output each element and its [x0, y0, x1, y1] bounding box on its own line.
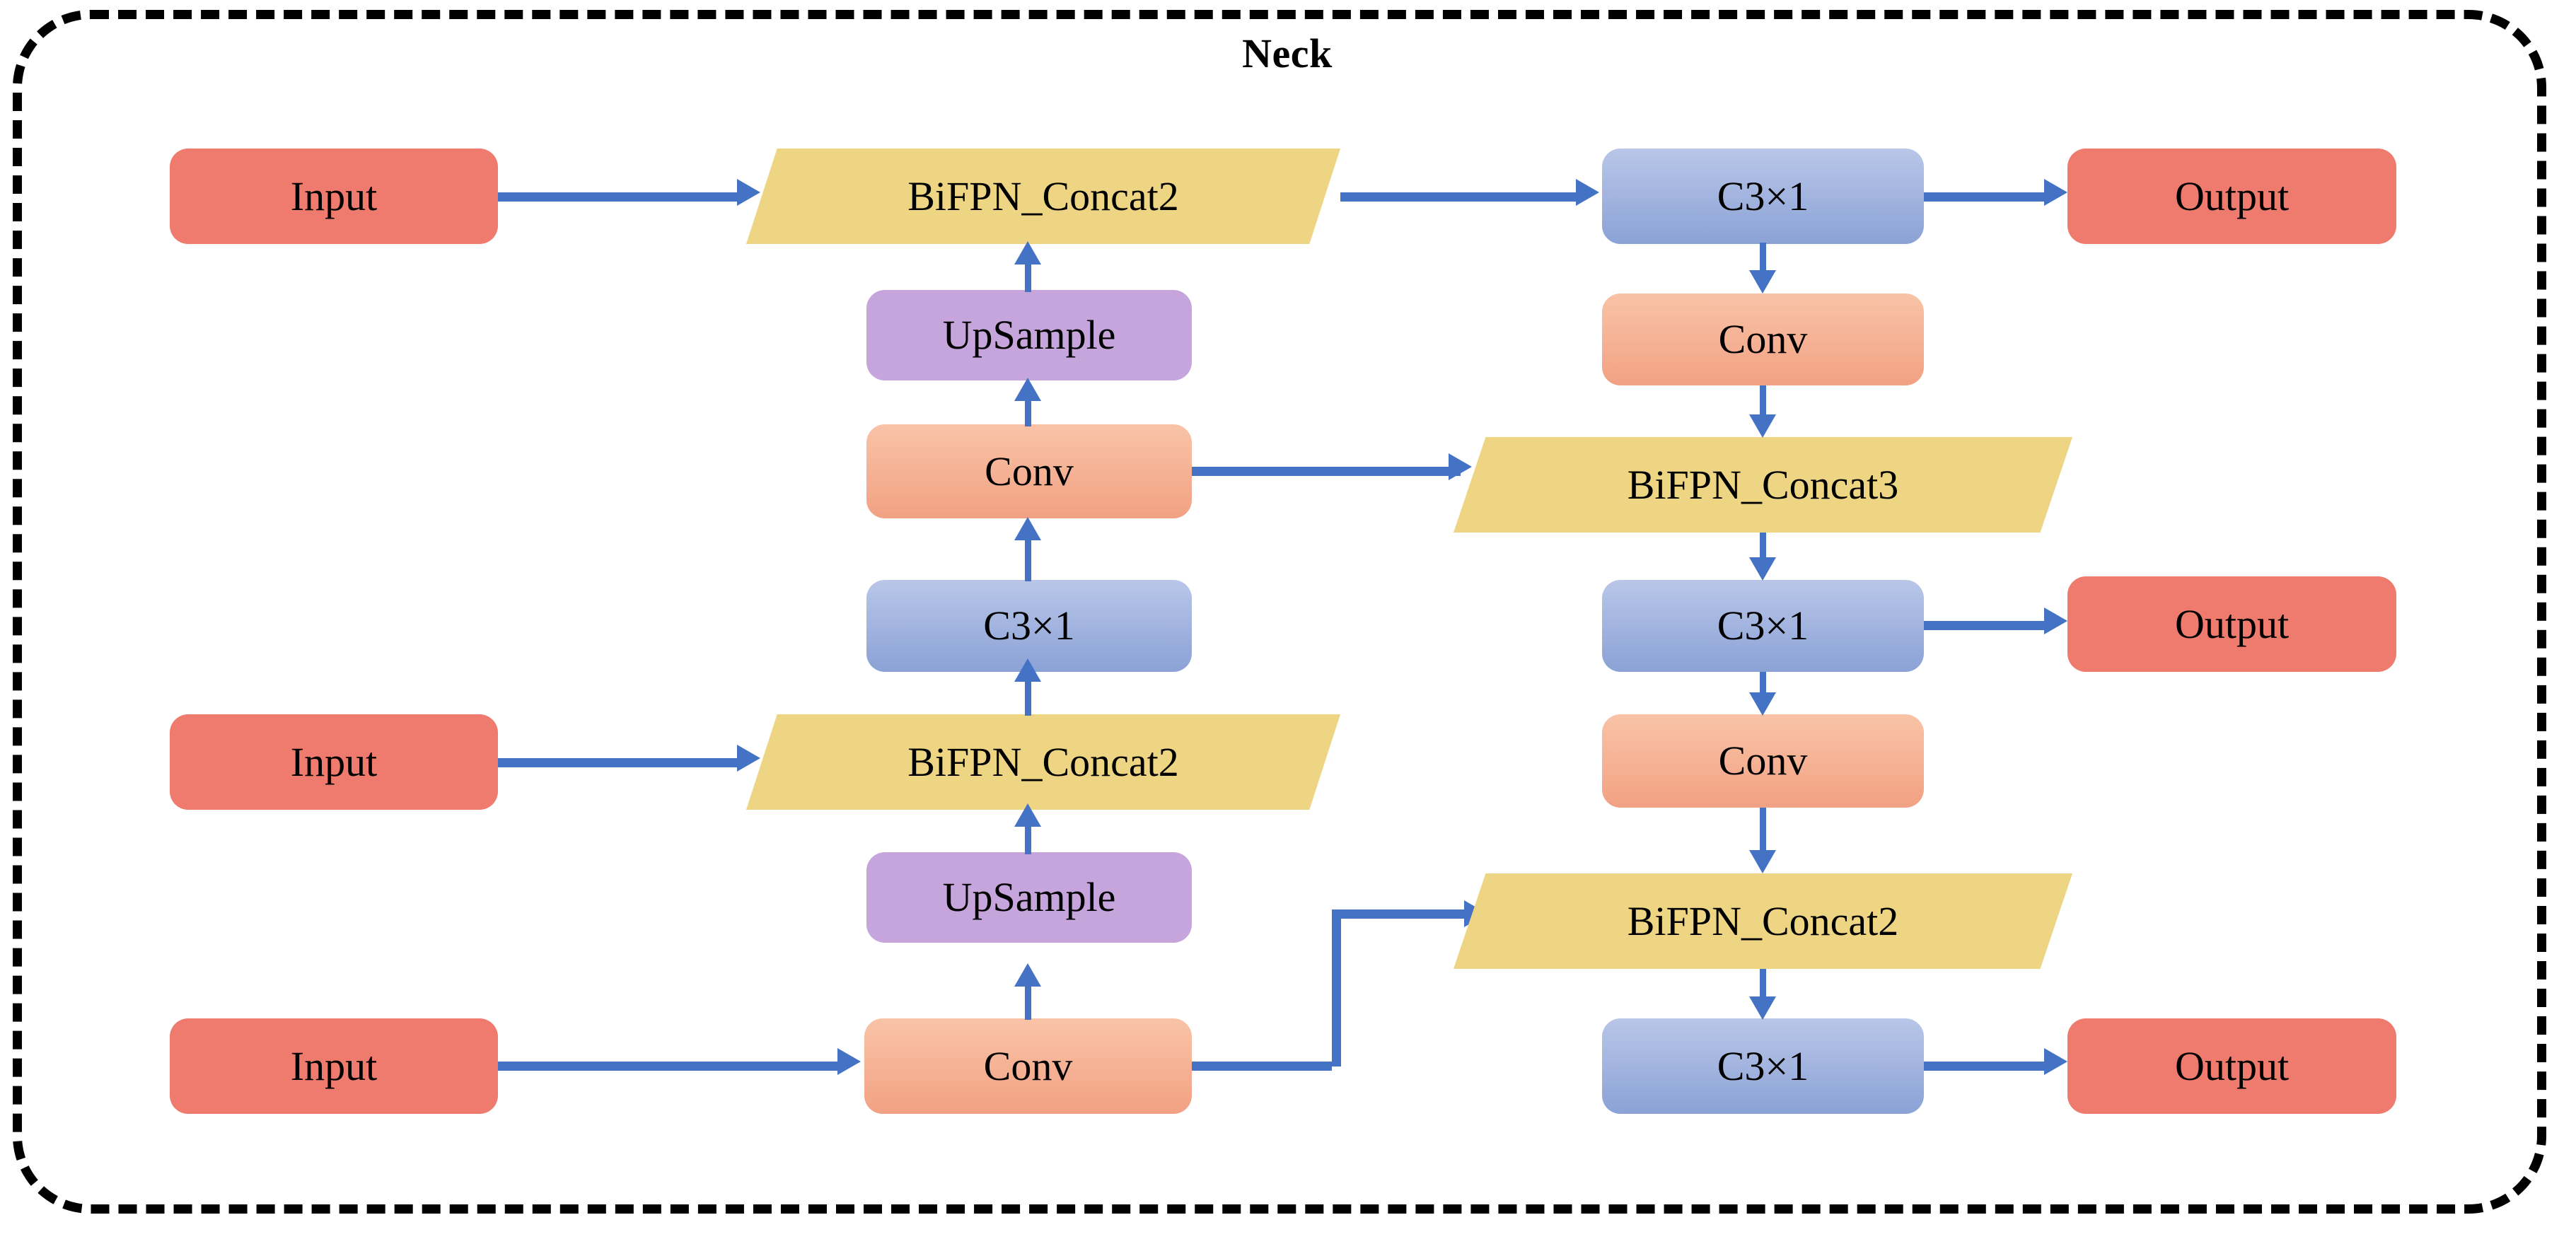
arrowhead-conv-col2-to-bifpn-concat3	[1449, 453, 1472, 480]
node-output-bottom[interactable]: Output	[2067, 1018, 2396, 1114]
arrowhead-bifpn-top-to-c3	[1576, 179, 1599, 206]
arrowhead-c3-bottom-to-output-bottom	[2044, 1048, 2067, 1075]
edge-conv-col2-to-bifpn-concat3	[1192, 467, 1461, 476]
edge-bifpn-top-to-c3	[1340, 192, 1576, 202]
node-upsample-top[interactable]: UpSample	[866, 290, 1192, 380]
node-input-mid[interactable]: Input	[170, 714, 498, 810]
edge-c3-bottom-to-output-bottom	[1924, 1062, 2044, 1071]
arrowhead-c3-right-to-output-mid	[2044, 608, 2067, 634]
node-label: BiFPN_Concat3	[1627, 462, 1899, 508]
node-conv-col2-row3[interactable]: Conv	[866, 424, 1192, 518]
edge-bifpn-concat3-to-c3-right	[1760, 533, 1766, 559]
arrowhead-bifpn-concat2-right-to-c3-bottom	[1749, 996, 1776, 1020]
edge-conv-right-to-bifpn-concat2-right	[1760, 808, 1766, 851]
node-conv-right-row5[interactable]: Conv	[1602, 714, 1924, 808]
node-c3-right-row4[interactable]: C3×1	[1602, 580, 1924, 672]
edge-c3-right-to-output-mid	[1924, 621, 2044, 630]
edge-c3-top-to-output	[1924, 192, 2044, 202]
node-input-top[interactable]: Input	[170, 149, 498, 244]
node-c3-right-bottom[interactable]: C3×1	[1602, 1018, 1924, 1114]
node-conv-right-row2[interactable]: Conv	[1602, 293, 1924, 385]
edge-upsample-bottom-to-bifpn-mid	[1025, 822, 1031, 854]
arrowhead-input-mid-to-bifpn	[737, 745, 760, 772]
edge-bifpn-mid-to-c3-col2	[1025, 679, 1031, 716]
edge-conv-bottom-elbow-h2	[1332, 909, 1469, 919]
parallelogram-shape	[1454, 873, 2072, 969]
edge-c3-right-to-conv-right	[1760, 672, 1766, 694]
neck-frame-border	[13, 10, 2546, 1214]
node-upsample-bottom[interactable]: UpSample	[866, 852, 1192, 943]
arrowhead-input-top-to-bifpn	[737, 179, 760, 206]
parallelogram-shape	[1454, 437, 2072, 533]
neck-title: Neck	[1242, 30, 1333, 76]
arrowhead-c3-right-to-conv-right	[1749, 692, 1776, 716]
edge-conv-bottom-elbow-h1	[1192, 1062, 1332, 1071]
node-conv-col2-bottom[interactable]: Conv	[864, 1018, 1192, 1114]
node-input-bottom[interactable]: Input	[170, 1018, 498, 1114]
node-bifpn-concat2-right[interactable]: BiFPN_Concat2	[1454, 873, 2072, 969]
edge-c3-col2-to-conv	[1025, 537, 1031, 581]
edge-upsample-top-to-bifpn	[1025, 260, 1031, 292]
arrowhead-bifpn-mid-to-c3-col2	[1014, 658, 1041, 682]
edge-input-top-to-bifpn	[498, 192, 737, 202]
arrowhead-c3-top-to-conv-right	[1749, 270, 1776, 293]
edge-c3-top-to-conv-right	[1760, 243, 1766, 272]
arrowhead-bifpn-concat3-to-c3-right	[1749, 557, 1776, 581]
parallelogram-shape	[746, 714, 1340, 810]
edge-conv-right-to-bifpn-concat3	[1760, 385, 1766, 417]
node-c3-col2-row4[interactable]: C3×1	[866, 580, 1192, 672]
edge-input-bottom-to-conv	[498, 1062, 837, 1071]
node-c3-top-right[interactable]: C3×1	[1602, 149, 1924, 244]
arrowhead-input-bottom-to-conv	[837, 1048, 861, 1075]
arrowhead-conv-right-to-bifpn-concat3	[1749, 414, 1776, 438]
node-output-mid[interactable]: Output	[2067, 576, 2396, 672]
arrowhead-upsample-top-to-bifpn	[1014, 241, 1041, 265]
node-bifpn-concat2-mid[interactable]: BiFPN_Concat2	[746, 714, 1340, 810]
node-label: BiFPN_Concat2	[907, 173, 1179, 219]
node-bifpn-concat3[interactable]: BiFPN_Concat3	[1454, 437, 2072, 533]
edge-conv-bottom-elbow-v	[1332, 909, 1341, 1066]
arrowhead-conv-right-to-bifpn-concat2-right	[1749, 850, 1776, 873]
node-label: BiFPN_Concat2	[907, 739, 1179, 785]
arrowhead-conv-bottom-to-upsample	[1014, 963, 1041, 987]
edge-conv-bottom-to-upsample	[1025, 984, 1031, 1020]
arrowhead-conv-to-upsample-top	[1014, 378, 1041, 401]
parallelogram-shape	[746, 149, 1340, 244]
node-output-top[interactable]: Output	[2067, 149, 2396, 244]
arrowhead-c3-top-to-output	[2044, 179, 2067, 206]
edge-bifpn-concat2-right-to-c3-bottom	[1760, 969, 1766, 999]
edge-conv-to-upsample-top	[1025, 400, 1031, 426]
arrowhead-c3-col2-to-conv	[1014, 517, 1041, 540]
node-label: BiFPN_Concat2	[1627, 898, 1899, 944]
edge-input-mid-to-bifpn	[498, 758, 737, 767]
node-bifpn-concat2-top[interactable]: BiFPN_Concat2	[746, 149, 1340, 244]
arrowhead-upsample-bottom-to-bifpn-mid	[1014, 803, 1041, 827]
